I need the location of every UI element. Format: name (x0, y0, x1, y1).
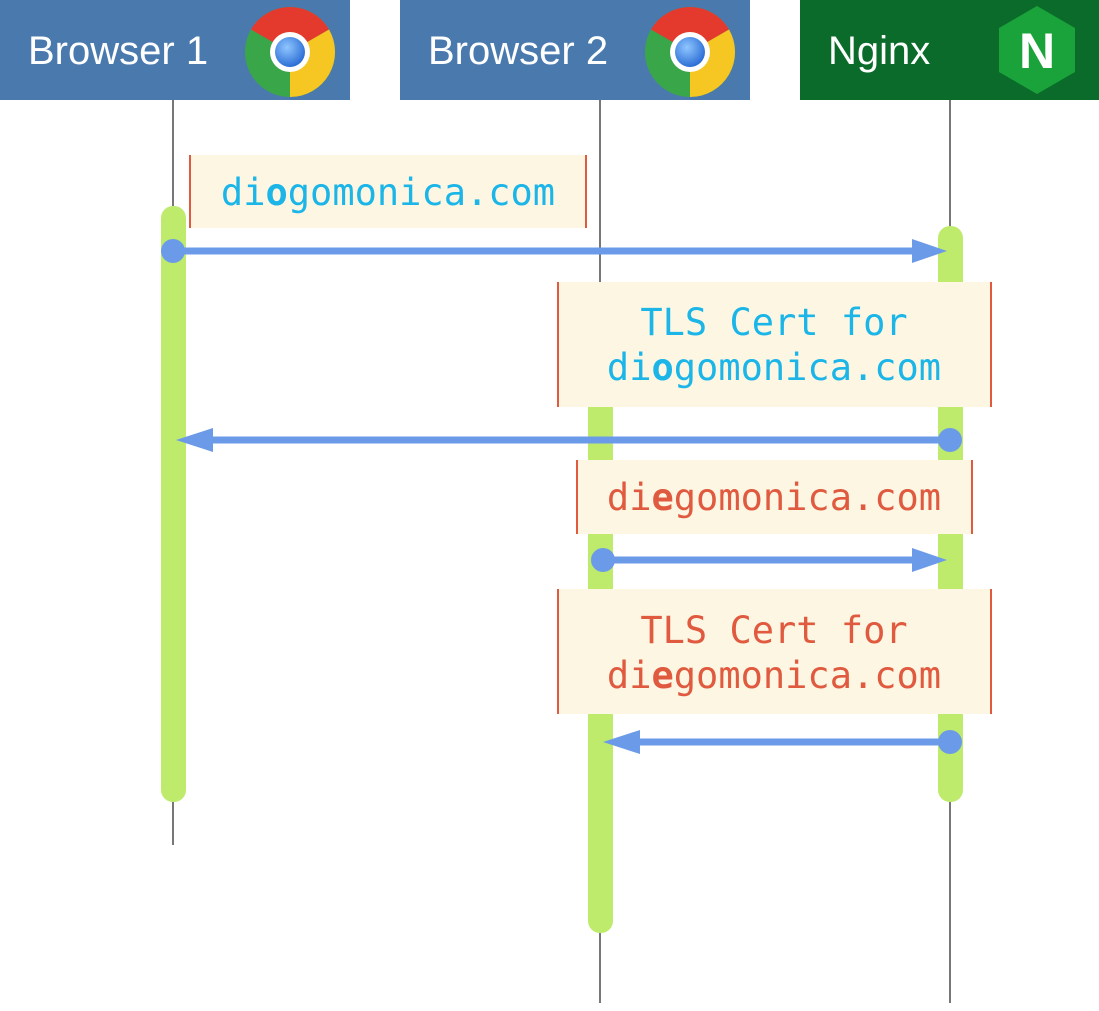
note-cert-2: TLS Cert for diegomonica.com (557, 589, 992, 714)
nginx-icon: N (999, 6, 1075, 94)
chrome-icon (245, 6, 336, 98)
note-text: diogomonica.com (221, 171, 555, 214)
note-request-1: diogomonica.com (189, 155, 587, 228)
note-text: diegomonica.com (607, 476, 941, 519)
note-title: TLS Cert for (640, 301, 907, 344)
svg-text:N: N (1019, 23, 1055, 79)
arrow-nginx-to-browser1 (176, 428, 962, 452)
arrow-browser2-to-nginx (591, 548, 947, 572)
note-text: diegomonica.com (607, 654, 941, 697)
participant-label: Browser 2 (428, 29, 608, 73)
arrow-browser1-to-nginx (161, 239, 947, 263)
participant-browser-2: Browser 2 (400, 0, 750, 100)
participant-label: Nginx (828, 29, 930, 73)
note-title: TLS Cert for (640, 609, 907, 652)
chrome-icon (645, 6, 736, 98)
participant-browser-1: Browser 1 (0, 0, 350, 100)
arrow-nginx-to-browser2 (603, 730, 962, 754)
note-cert-1: TLS Cert for diogomonica.com (557, 282, 992, 407)
activation-browser-1 (161, 206, 186, 802)
note-request-2: diegomonica.com (576, 460, 973, 534)
participant-nginx: Nginx N (800, 0, 1099, 100)
note-text: diogomonica.com (607, 346, 941, 389)
participant-label: Browser 1 (28, 29, 208, 73)
